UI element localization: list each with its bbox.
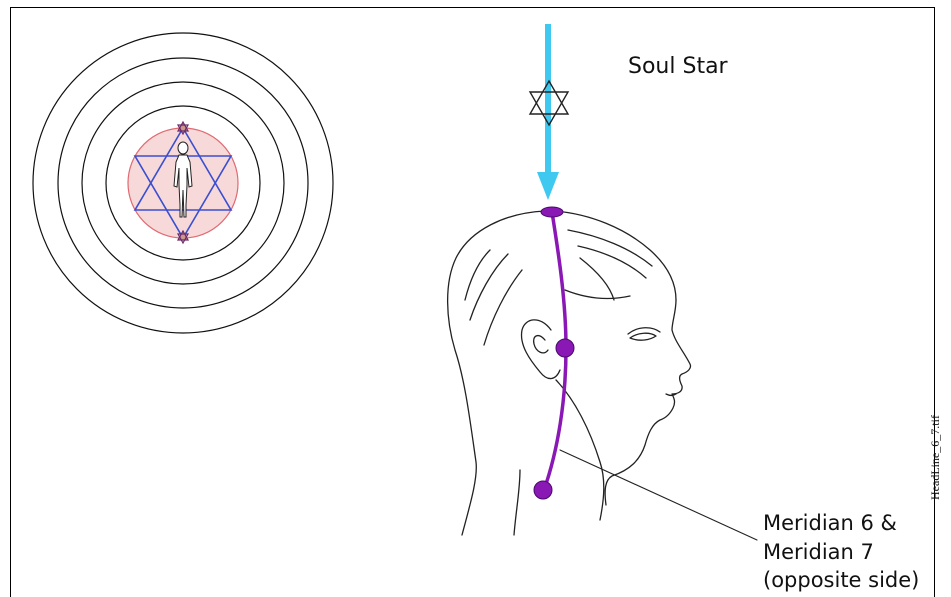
meridian-label-line-2: Meridian 7 [763, 538, 919, 567]
filename-label: HeadLine_6_7.tif [928, 415, 943, 500]
head-outline [448, 211, 757, 540]
meridian-label: Meridian 6 & Meridian 7 (opposite side) [763, 509, 919, 595]
meridian-label-line-1: Meridian 6 & [763, 509, 919, 538]
meridian-label-line-3: (opposite side) [763, 566, 919, 595]
neck-point [534, 481, 552, 499]
ear-point [556, 339, 574, 357]
soul-star-label: Soul Star [628, 54, 728, 79]
crown-point [541, 207, 563, 217]
